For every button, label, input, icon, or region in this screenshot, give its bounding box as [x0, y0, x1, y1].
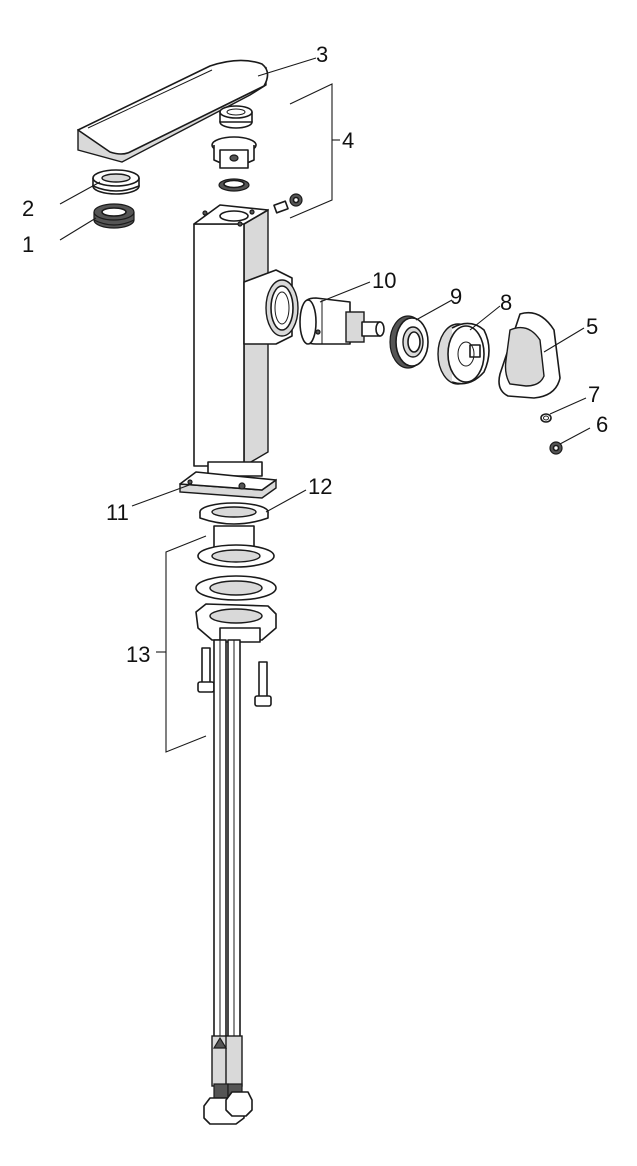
- cover-cap-part-8: [437, 322, 490, 385]
- callout-12: 12: [308, 474, 332, 499]
- leader-lines: [59, 57, 591, 753]
- aerator-housing-part-1: [93, 203, 135, 229]
- callout-13: 13: [126, 642, 150, 667]
- set-screw-part-7: [540, 413, 552, 423]
- grub-screw: [273, 193, 303, 214]
- callout-5: 5: [586, 314, 598, 339]
- callout-10: 10: [372, 268, 396, 293]
- callout-9: 9: [450, 284, 462, 309]
- callout-labels: 1 2 3 4 5 6 7 8 9 10 11 12 13: [22, 42, 608, 667]
- mixer-body: [193, 204, 299, 477]
- cartridge-part-10: [299, 297, 385, 345]
- callout-4: 4: [342, 128, 354, 153]
- mounting-set-part-13: [195, 525, 277, 707]
- aerator-part-2: [92, 169, 140, 195]
- base-plate-part-11: [179, 471, 277, 499]
- callout-11: 11: [106, 500, 129, 525]
- lever-handle-part-5: [498, 311, 561, 399]
- supply-hoses: [203, 639, 253, 1125]
- spout-part-3: [77, 59, 269, 163]
- callout-7: 7: [588, 382, 600, 407]
- gasket-part-12: [199, 502, 269, 525]
- grub-screw-part-6: [549, 441, 563, 455]
- callout-2: 2: [22, 196, 34, 221]
- callout-6: 6: [596, 412, 608, 437]
- callout-1: 1: [22, 232, 34, 257]
- mounting-stud-left: [197, 647, 215, 693]
- aerator-insert-part-4: [211, 105, 303, 214]
- callout-8: 8: [500, 290, 512, 315]
- mounting-stud-right: [254, 661, 272, 707]
- callout-3: 3: [316, 42, 328, 67]
- cartridge-nut-part-9: [389, 315, 429, 369]
